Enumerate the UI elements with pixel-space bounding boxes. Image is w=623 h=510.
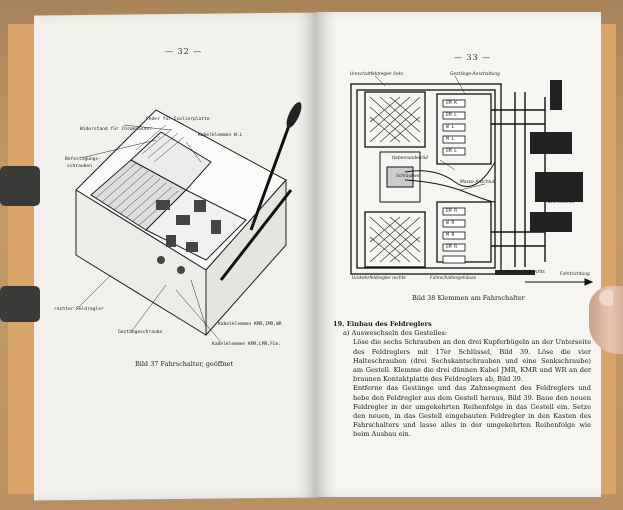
section-paragraph-2: Entferne das Gestänge und das Zahnsegmen… — [353, 384, 591, 439]
terminal-label: EM K — [446, 101, 458, 106]
thumbnail — [599, 290, 613, 306]
book-clip-top — [0, 166, 40, 206]
label-gestaenge-anschaltung: Gestänge-Anschaltung — [450, 72, 500, 77]
section-paragraph-1: Löse die sechs Schrauben an den drei Kup… — [353, 338, 591, 384]
label-kabelklemmen-bottom: Kabelklemmen KMR,LMR,Fün. — [212, 342, 282, 347]
label-widerstand: Widerstand für Chromnasser — [80, 127, 152, 132]
label-gestaengeschraube: Gestängeschraube — [118, 330, 163, 335]
right-page-number: — 33 — — [454, 53, 492, 62]
section-title: 19. Einbau des Feldreglers — [333, 320, 432, 328]
book-clip-bottom — [0, 286, 40, 322]
terminal-label: W L — [446, 125, 455, 130]
label-schrauben: Schrauben — [396, 174, 420, 179]
label-lenkhebel-rechts: Lenkhebel rechts — [507, 270, 545, 275]
terminal-label: M L — [446, 137, 455, 142]
terminal-label: EM R — [446, 209, 458, 214]
label-fahrschaltergehaeuse: Fahrschaltergehäuse — [430, 276, 477, 281]
terminal-label: W R — [446, 221, 455, 226]
label-masse-anschluss: Masse-Anschluß — [460, 180, 496, 185]
section-subtitle: a) Ausweschseln des Gestelles: — [343, 329, 448, 338]
label-kabelklemmen-top: Kabelklemmen W,L — [198, 133, 243, 138]
label-befestigung-2: schrauben — [67, 164, 92, 169]
label-befestigung-1: Befestigungs- — [65, 157, 101, 162]
label-kabelklemmen-mid: Kabelklemmen KMR,IMR,WR — [218, 322, 282, 327]
terminal-label: EM R — [446, 245, 458, 250]
label-umschaltfeldregler-links: Umschaltfeldregler links — [350, 72, 404, 77]
left-caption: Bild 37 Fahrschalter, geöffnet — [135, 360, 234, 368]
terminal-label: M R — [446, 233, 455, 238]
terminal-label: EM L — [446, 149, 458, 154]
label-rechter-feldregler: rechter Feldregler — [54, 307, 104, 312]
terminal-label: EM L — [446, 113, 458, 118]
section-text: 19. Einbau des Feldreglers a) Ausweschse… — [333, 320, 591, 440]
label-fahrtrichtung: Fahrtrichtung — [560, 272, 590, 277]
right-illustration — [350, 75, 594, 286]
label-feder: Feder für Isolierplatte — [146, 117, 210, 122]
label-umkehrfeldregler-rechts: Umkehrfeldregler rechts — [352, 276, 406, 281]
left-illustration — [75, 102, 302, 343]
label-hebemanderraeder: Hebemanderräd — [392, 156, 428, 161]
label-bremsventil: Bremsventil — [548, 200, 575, 205]
left-page-number: — 32 — — [165, 47, 203, 56]
right-caption: Bild 38 Klemmen am Fahrschalter — [412, 294, 525, 302]
